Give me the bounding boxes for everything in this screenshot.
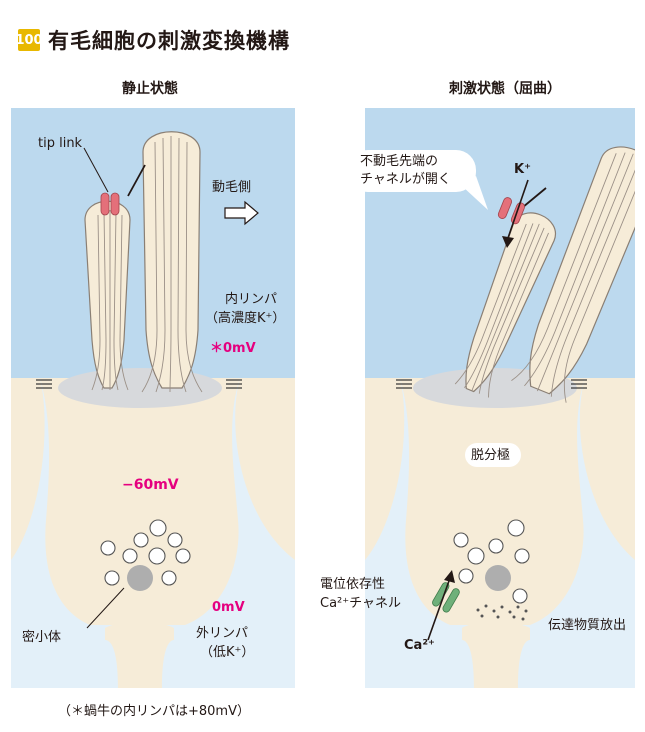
synaptic-vesicles-left	[100, 519, 191, 586]
mechano-channel-closed	[100, 192, 120, 216]
perilymph-label: 外リンパ	[196, 626, 249, 641]
cuticular-plate	[58, 368, 222, 408]
direction-arrow-icon	[224, 200, 259, 226]
k-ion-label: K⁺	[514, 162, 531, 177]
released-transmitter-dots	[476, 604, 528, 621]
hair-cell-body	[40, 378, 240, 625]
vg-channel-label-line2: Ca²⁺チャネル	[320, 596, 401, 611]
figure-number-badge: 100	[15, 29, 43, 51]
depolarization-label: 脱分極	[471, 448, 511, 463]
dense-body-pointer	[86, 587, 125, 629]
rest-state-panel	[11, 108, 295, 688]
tight-junction-right-stim	[571, 379, 587, 389]
tight-junction-left-stim	[396, 379, 412, 389]
footnote: （＊蝸牛の内リンパは+80mV）	[58, 704, 250, 719]
rest-panel-title: 静止状態	[122, 81, 178, 97]
tip-link-line	[127, 164, 146, 197]
voltage-gated-ca-channel	[432, 582, 460, 613]
synaptic-vesicles-right	[453, 519, 530, 604]
depolarization-box	[465, 443, 521, 467]
endolymph-sub-label: （高濃度K⁺）	[205, 311, 286, 326]
callout-line1: 不動毛先端の	[360, 154, 439, 169]
endolymph-label: 内リンパ	[225, 292, 278, 307]
dense-body-stim	[485, 565, 511, 591]
supporting-cell-left	[11, 378, 45, 560]
ca-influx-arrow	[427, 577, 451, 641]
dense-body-label: 密小体	[22, 630, 62, 645]
perilymph-potential: 0mV	[212, 600, 245, 615]
tight-junction-left	[36, 379, 52, 389]
kinocilium-tall	[142, 131, 201, 389]
tip-link-label: tip link	[38, 136, 83, 151]
callout-line2: チャネルが開く	[360, 172, 451, 187]
perilymph-sub-label: （低K⁺）	[200, 645, 255, 660]
afferent-nerve-terminal-stim	[462, 622, 530, 688]
direction-label: 動毛側	[212, 180, 252, 195]
kinocilium-tall-bent	[511, 146, 635, 403]
figure-title: 有毛細胞の刺激変換機構	[48, 29, 290, 53]
ca-ion-label: Ca²⁺	[404, 638, 435, 653]
vg-channel-label-line1: 電位依存性	[320, 577, 386, 592]
k-influx-arrow	[507, 179, 529, 239]
stimulated-state-panel	[365, 108, 635, 688]
k-arrow-head-icon	[502, 236, 514, 248]
figure-header: 100 有毛細胞の刺激変換機構	[15, 26, 290, 54]
stereocilium-short-bent	[454, 212, 557, 398]
tip-link-pointer	[83, 147, 109, 193]
supporting-cell-left-stim	[365, 378, 405, 560]
callout-bubble	[365, 150, 476, 192]
dense-body	[127, 565, 153, 591]
tight-junction-right	[226, 379, 242, 389]
hair-cell-body-stim	[400, 378, 585, 625]
supporting-cell-right-stim	[579, 378, 635, 560]
cell-resting-potential: −60mV	[122, 477, 179, 493]
transmitter-release-label: 伝達物質放出	[548, 618, 627, 633]
ca-arrow-head-icon	[444, 570, 455, 583]
callout-tail	[462, 176, 488, 210]
supporting-cell-right	[235, 378, 295, 560]
afferent-nerve-terminal	[105, 622, 174, 688]
stim-panel-title: 刺激状態（屈曲）	[449, 81, 561, 97]
endolymph-potential: ＊0mV	[210, 341, 256, 356]
